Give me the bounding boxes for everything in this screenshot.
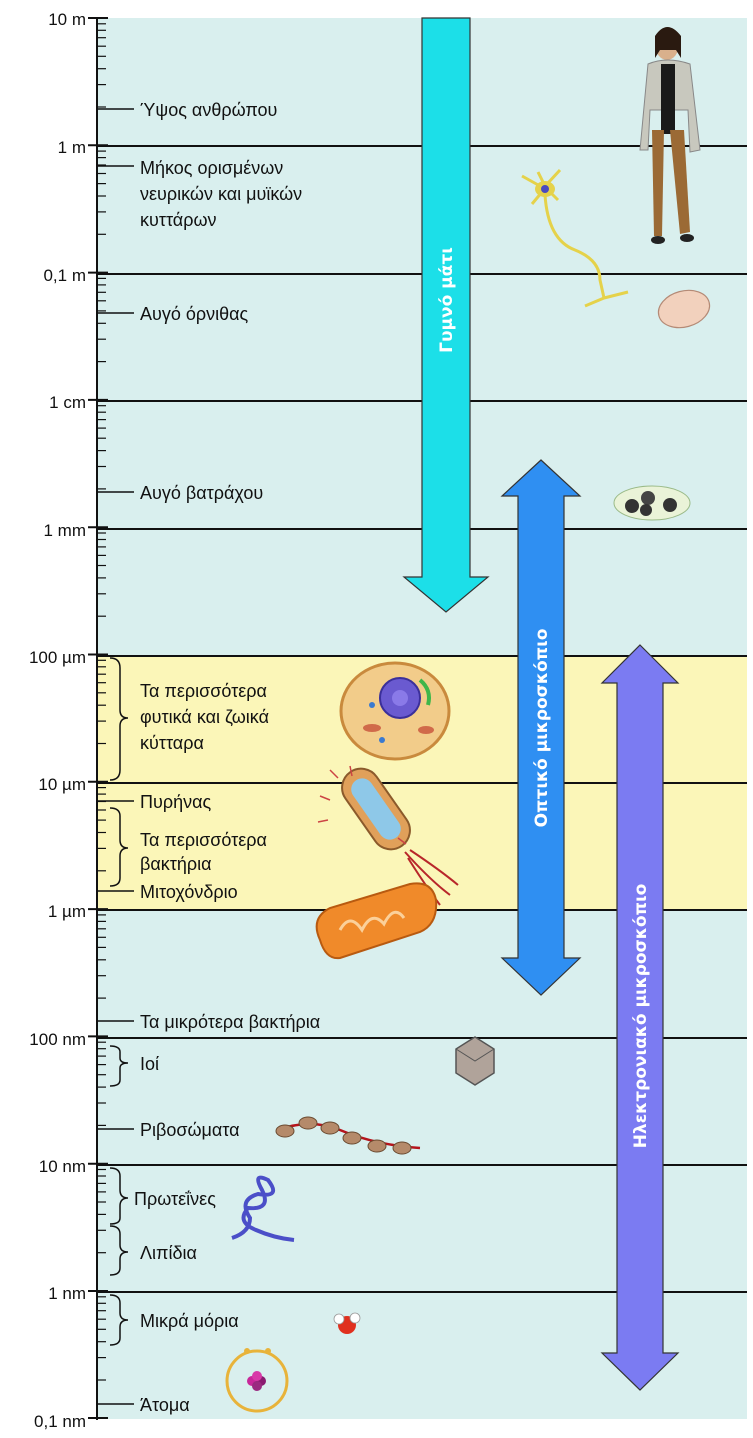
label-nucleus: Πυρήνας: [140, 792, 211, 812]
label-viruses: Ιοί: [140, 1054, 159, 1074]
label-mitochondrion: Μιτοχόνδριο: [140, 882, 238, 902]
naked-eye-label: Γυμνό μάτι: [437, 247, 457, 353]
axis-label-100um: 100 µm: [29, 648, 86, 667]
label-frog-egg: Αυγό βατράχου: [140, 483, 263, 503]
label-ribosomes: Ριβοσώματα: [140, 1120, 240, 1140]
axis-label-01m: 0,1 m: [43, 266, 86, 285]
axis-label-1nm: 1 nm: [48, 1284, 86, 1303]
label-bacteria-2: βακτήρια: [140, 854, 212, 874]
label-bacteria-1: Τα περισσότερα: [140, 830, 267, 850]
axis-label-1m: 1 m: [58, 138, 86, 157]
label-chicken-egg: Αυγό όρνιθας: [140, 304, 249, 324]
axis-label-100nm: 100 nm: [29, 1030, 86, 1049]
electron-microscope-label: Ηλεκτρονιακό μικροσκόπιο: [631, 884, 651, 1149]
label-small-molecules: Μικρά μόρια: [140, 1311, 239, 1331]
label-nerve-2: νευρικών και μυϊκών: [140, 184, 302, 204]
axis-label-10nm: 10 nm: [39, 1157, 86, 1176]
label-nerve-1: Μήκος ορισμένων: [140, 158, 283, 178]
frog-eggs-icon: [614, 486, 690, 520]
label-atoms: Άτομα: [140, 1395, 190, 1415]
axis-label-01nm: 0,1 nm: [34, 1412, 86, 1431]
animal-cell-icon: [341, 663, 449, 759]
label-cells-3: κύτταρα: [140, 733, 204, 753]
label-lipids: Λιπίδια: [140, 1243, 197, 1263]
label-proteins: Πρωτεΐνες: [134, 1189, 216, 1209]
label-nerve-3: κυττάρων: [140, 210, 217, 230]
label-cells-2: φυτικά και ζωικά: [140, 707, 269, 727]
label-smallest-bacteria: Τα μικρότερα βακτήρια: [140, 1012, 320, 1032]
axis-label-1um: 1 µm: [48, 902, 86, 921]
light-microscope-label: Οπτικό μικροσκόπιο: [532, 629, 552, 828]
axis-label-1mm: 1 mm: [44, 521, 87, 540]
label-human-height: Ύψος ανθρώπου: [140, 100, 277, 120]
label-cells-1: Τα περισσότερα: [140, 681, 267, 701]
axis-label-1cm: 1 cm: [49, 393, 86, 412]
axis-label-10um: 10 µm: [38, 775, 86, 794]
axis-labels: 10 m 1 m 0,1 m 1 cm 1 mm 100 µm 10 µm 1 …: [29, 10, 86, 1431]
axis-label-10m: 10 m: [48, 10, 86, 29]
